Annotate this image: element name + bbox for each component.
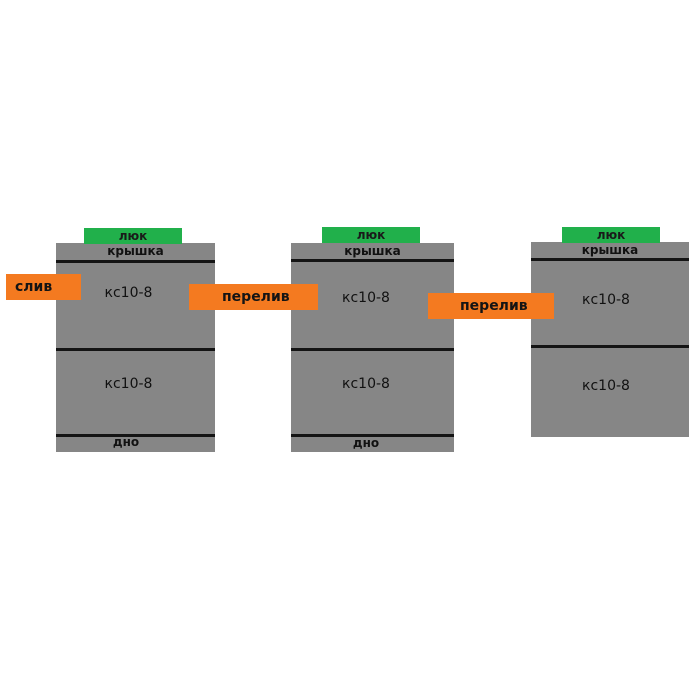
well-1-hatch: люк: [84, 228, 182, 244]
well-1-bottom-line: [56, 434, 215, 437]
well-3: [531, 242, 689, 437]
well-2-hatch: люк: [322, 227, 420, 243]
well-2-ring-joint: [291, 348, 454, 351]
well-3-cover-label: крышка: [581, 243, 639, 257]
drain-pipe: слив: [6, 274, 81, 300]
well-1-cover-line: [56, 260, 215, 263]
well-1-ring-bottom: кс10-8: [104, 376, 153, 392]
well-3-hatch: люк: [562, 227, 660, 243]
well-2-bottom-line: [291, 434, 454, 437]
well-2-ring-top: кс10-8: [342, 290, 390, 306]
well-2: [291, 243, 454, 452]
overflow-pipe-2: перелив: [428, 293, 554, 319]
well-3-cover-line: [531, 258, 689, 261]
well-2-bottom-label: дно: [352, 436, 380, 450]
well-1: [56, 243, 215, 452]
well-1-bottom-label: дно: [112, 435, 140, 449]
well-1-ring-top: кс10-8: [104, 285, 153, 301]
well-2-cover-label: крышка: [344, 244, 401, 258]
well-3-ring-top: кс10-8: [582, 292, 630, 308]
well-2-cover-line: [291, 259, 454, 262]
well-1-cover-label: крышка: [107, 244, 164, 258]
well-3-ring-bottom: кс10-8: [582, 378, 630, 394]
overflow-pipe-1: перелив: [189, 284, 318, 310]
well-1-ring-joint: [56, 348, 215, 351]
well-2-ring-bottom: кс10-8: [342, 376, 390, 392]
well-3-ring-joint: [531, 345, 689, 348]
